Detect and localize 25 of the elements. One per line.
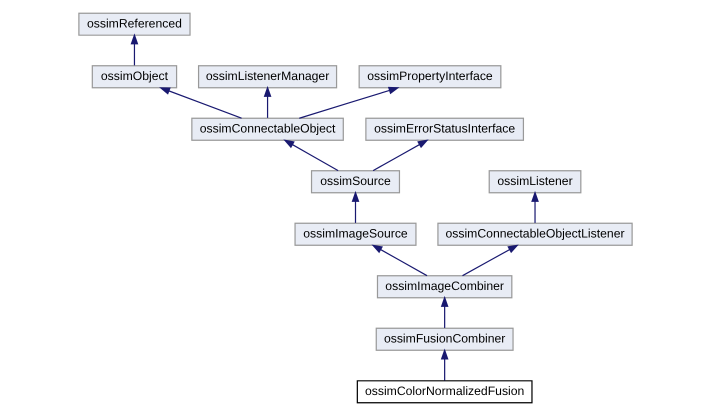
arrow <box>264 86 272 118</box>
arrow <box>440 348 448 380</box>
node-box: ossimConnectableObjectListener <box>437 222 633 246</box>
arrow <box>130 33 138 66</box>
arrow <box>371 244 428 276</box>
node-box: ossimImageCombiner <box>376 275 512 298</box>
arrow <box>283 139 338 172</box>
node-box: ossimPropertyInterface <box>358 65 502 88</box>
arrow <box>372 139 429 172</box>
arrow <box>531 190 539 223</box>
arrow <box>299 86 400 119</box>
arrow <box>352 190 360 223</box>
node-box: ossimImageSource <box>294 222 417 246</box>
node-box: ossimSource <box>310 170 400 194</box>
node-box: ossimListener <box>488 170 582 194</box>
node-box: ossimObject <box>92 65 178 88</box>
node-box: ossimErrorStatusInterface <box>365 118 524 141</box>
arrow <box>159 87 242 119</box>
node-box: ossimListenerManager <box>198 65 338 88</box>
node-box: ossimFusionCombiner <box>376 328 514 351</box>
node-box: ossimReferenced <box>78 12 191 36</box>
node-box: ossimConnectableObject <box>191 118 344 141</box>
arrow <box>462 244 519 276</box>
node-box: ossimColorNormalizedFusion <box>356 380 533 404</box>
arrow <box>440 296 448 328</box>
